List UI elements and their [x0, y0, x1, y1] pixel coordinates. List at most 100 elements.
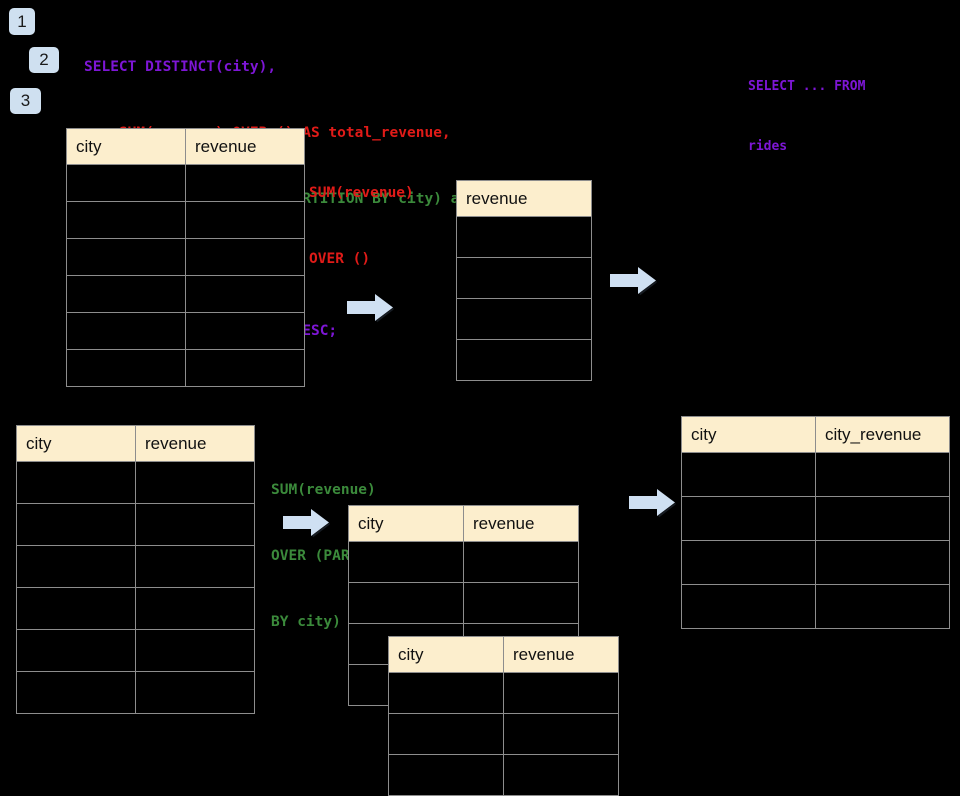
sql-line-1: SELECT DISTINCT(city), [84, 59, 277, 75]
column-header-city: city [16, 425, 136, 462]
cell [135, 545, 255, 588]
column-header-revenue: revenue [456, 180, 592, 217]
cell [456, 216, 592, 258]
table-row [456, 339, 592, 381]
cell [135, 629, 255, 672]
cell [681, 540, 816, 585]
column-header-city: city [348, 505, 464, 542]
table-row [456, 216, 592, 258]
annotation-sum-over-empty-line1: SUM(revenue) [309, 185, 414, 201]
table-row [66, 201, 305, 239]
cell [16, 461, 136, 504]
cell [815, 540, 950, 585]
table-row [66, 275, 305, 313]
table-row [66, 164, 305, 202]
table-row [681, 584, 950, 629]
cell [185, 201, 305, 239]
cell [348, 541, 464, 583]
cell [185, 349, 305, 387]
rides-source-table-bottom: city revenue [16, 425, 255, 714]
arrow-right-icon [283, 509, 330, 538]
table-row [681, 540, 950, 585]
cell [815, 584, 950, 629]
cell [135, 503, 255, 546]
table-row [16, 671, 255, 714]
annotation-select-from-line1: SELECT ... FROM [748, 79, 866, 94]
annotation-sum-over-partition-line1: SUM(revenue) [271, 482, 376, 498]
column-header-city: city [388, 636, 504, 673]
table-row [16, 629, 255, 672]
cell [463, 582, 579, 624]
table-row [681, 496, 950, 541]
cell [185, 275, 305, 313]
cell [16, 629, 136, 672]
cell [135, 461, 255, 504]
table-row [16, 461, 255, 504]
table-header-row: city city_revenue [681, 416, 950, 453]
cell [185, 312, 305, 350]
column-header-city-revenue: city_revenue [815, 416, 950, 453]
table-row [16, 503, 255, 546]
partition-table-front: city revenue [388, 636, 619, 796]
step-badge-3: 3 [10, 88, 41, 114]
cell [348, 582, 464, 624]
step-badge-2: 2 [29, 47, 59, 73]
cell [66, 349, 186, 387]
cell [66, 238, 186, 276]
cell [135, 671, 255, 714]
arrow-right-icon [610, 267, 657, 296]
city-revenue-result-table: city city_revenue [681, 416, 950, 629]
cell [503, 672, 619, 714]
diagram-canvas: 1 2 3 SELECT DISTINCT(city), SUM(revenue… [9, 8, 950, 796]
table-header-row: city revenue [66, 128, 305, 165]
table-row [16, 545, 255, 588]
table-row [456, 298, 592, 340]
cell [66, 275, 186, 313]
arrow-right-icon [347, 294, 394, 323]
table-header-row: revenue [456, 180, 592, 217]
column-header-revenue: revenue [463, 505, 579, 542]
cell [456, 339, 592, 381]
annotation-select-from-line2: rides [748, 139, 788, 154]
cell [66, 201, 186, 239]
cell [681, 452, 816, 497]
cell [681, 584, 816, 629]
column-header-city: city [681, 416, 816, 453]
cell [135, 587, 255, 630]
table-header-row: city revenue [16, 425, 255, 462]
table-header-row: city revenue [348, 505, 579, 542]
cell [503, 754, 619, 796]
cell [16, 503, 136, 546]
table-row [388, 754, 619, 796]
cell [681, 496, 816, 541]
table-row [348, 582, 579, 624]
cell [456, 298, 592, 340]
cell [66, 164, 186, 202]
annotation-sum-over-empty: SUM(revenue) OVER () [309, 138, 414, 314]
arrow-total-to-result [608, 264, 660, 296]
table-row [388, 672, 619, 714]
table-row [348, 541, 579, 583]
cell [16, 671, 136, 714]
annotation-sum-over-partition-line3: BY city) [271, 614, 341, 630]
table-row [456, 257, 592, 299]
cell [388, 754, 504, 796]
step-badge-1: 1 [9, 8, 35, 35]
arrow-source-to-total [345, 291, 397, 323]
annotation-sum-over-empty-line2: OVER () [309, 251, 371, 267]
total-revenue-table: revenue [456, 180, 592, 381]
table-row [16, 587, 255, 630]
column-header-revenue: revenue [503, 636, 619, 673]
arrow-right-icon [629, 489, 676, 518]
table-row [66, 238, 305, 276]
cell [815, 496, 950, 541]
table-row [66, 349, 305, 387]
arrow-source-to-partition [281, 506, 333, 538]
table-row [66, 312, 305, 350]
column-header-revenue: revenue [185, 128, 305, 165]
table-row [681, 452, 950, 497]
rides-source-table-top: city revenue [66, 128, 305, 387]
arrow-partition-to-result [627, 486, 679, 518]
column-header-city: city [66, 128, 186, 165]
cell [815, 452, 950, 497]
